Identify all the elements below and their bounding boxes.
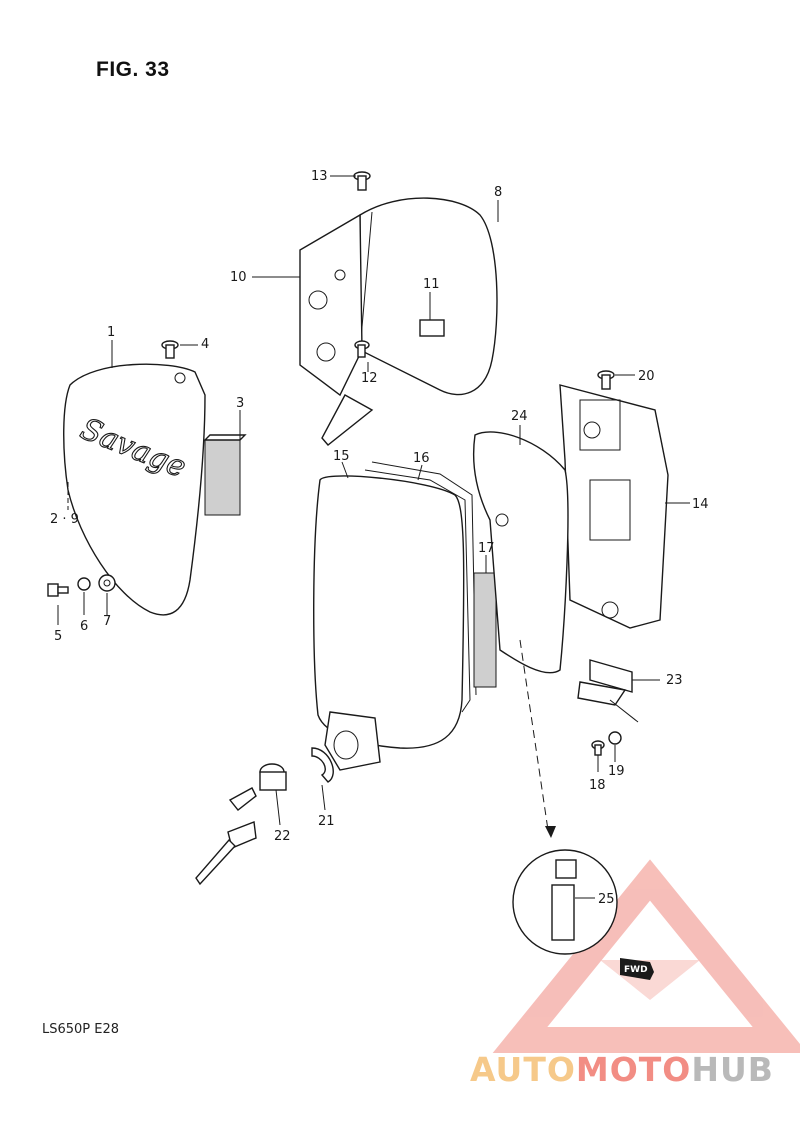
callout-25: 25 — [598, 892, 615, 907]
callout-6: 6 — [80, 619, 88, 634]
holder-bracket-14 — [559, 384, 669, 629]
ring-21 — [311, 747, 334, 783]
detail-circle — [512, 639, 618, 955]
callout-11: 11 — [423, 277, 440, 292]
screw-18 — [591, 740, 605, 756]
model-code: LS650P E28 — [42, 1022, 120, 1037]
callout-22: 22 — [274, 829, 291, 844]
callout-5: 5 — [54, 629, 62, 644]
frame-cover-8 — [359, 197, 498, 396]
clamp-23 — [577, 659, 633, 706]
callout-10: 10 — [230, 270, 247, 285]
watermark-text: AUTOMOTOHUB — [470, 1050, 774, 1089]
screw-13 — [353, 171, 371, 191]
leader-lines — [57, 175, 690, 899]
callout-4: 4 — [201, 337, 209, 352]
callout-19: 19 — [608, 764, 625, 779]
callout-1: 1 — [107, 325, 115, 340]
callout-23: 23 — [666, 673, 683, 688]
fwd-label: FWD — [624, 965, 648, 975]
callout-15: 15 — [333, 449, 350, 464]
side-cover-left: Savage — [63, 363, 206, 616]
bracket-10 — [299, 213, 374, 446]
washer-7 — [98, 574, 116, 592]
figure-title: FIG. 33 — [96, 58, 170, 81]
watermark-part-2: MOTO — [575, 1050, 692, 1089]
callout-3: 3 — [236, 396, 244, 411]
callout-20: 20 — [638, 369, 655, 384]
callout-8: 8 — [494, 185, 502, 200]
callout-12: 12 — [361, 371, 378, 386]
callout-17: 17 — [478, 541, 495, 556]
watermark-part-1: AUTO — [470, 1050, 576, 1089]
callout-21: 21 — [318, 814, 335, 829]
callout-13: 13 — [311, 169, 328, 184]
callout-18: 18 — [589, 778, 606, 793]
bolt-5 — [47, 583, 69, 597]
cover-pad — [203, 434, 247, 516]
washer-19 — [608, 731, 622, 745]
lock-cylinder-22 — [195, 763, 287, 886]
strip-17 — [473, 572, 497, 688]
case-24 — [472, 431, 569, 674]
box-15 — [313, 475, 465, 771]
screw-4 — [161, 340, 179, 359]
callout-labels: 1 2 · 9 3 4 5 6 7 8 10 11 12 13 14 15 16… — [50, 169, 709, 907]
washer-6 — [77, 577, 91, 591]
callout-7: 7 — [103, 614, 111, 629]
callout-2-9: 2 · 9 — [50, 512, 79, 527]
callout-24: 24 — [511, 409, 528, 424]
callout-14: 14 — [692, 497, 709, 512]
screw-12 — [354, 340, 370, 358]
screw-20 — [597, 370, 615, 390]
fwd-arrow-icon: FWD — [620, 958, 654, 980]
callout-16: 16 — [413, 451, 430, 466]
watermark-part-3: HUB — [691, 1050, 774, 1089]
clip-11 — [419, 319, 445, 337]
